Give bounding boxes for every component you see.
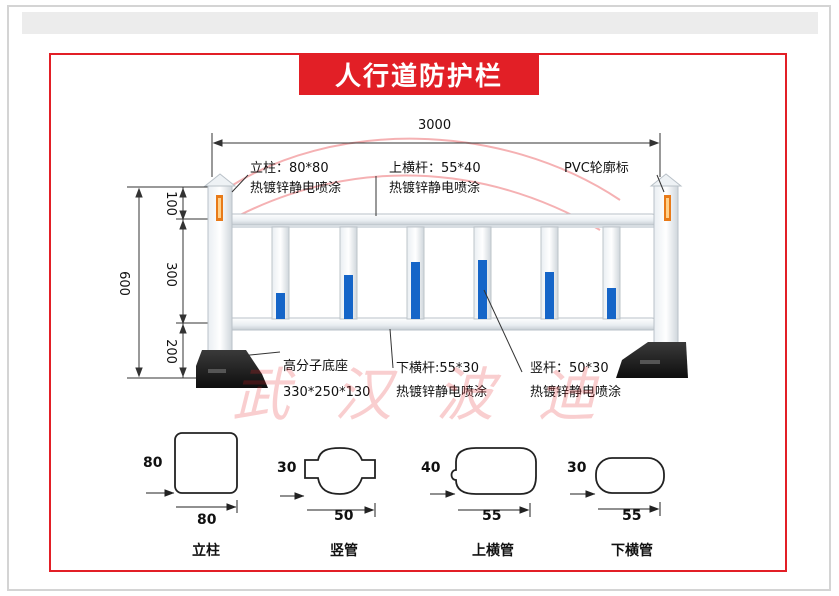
profile-vertical-pipe-width: 50 — [334, 508, 354, 524]
post-label: 立柱：80*80 — [250, 161, 329, 176]
baluster — [540, 226, 559, 320]
height-label: 600 — [115, 271, 131, 296]
profile-post-dims — [146, 489, 238, 513]
profile-top-rail-dims — [430, 490, 531, 517]
base-label: 高分子底座 — [283, 359, 349, 374]
top-rail-label: 上横杆：55*40 — [389, 161, 481, 176]
top-rail-finish-label: 热镀锌静电喷涂 — [389, 181, 481, 196]
profile-bottom-rail-dims — [570, 490, 661, 516]
dim-bottom-label: 200 — [162, 339, 178, 364]
profile-bottom-rail-height: 30 — [567, 460, 587, 476]
dim-middle-label: 300 — [162, 262, 178, 287]
baluster — [602, 226, 621, 320]
dim-top-label: 100 — [162, 191, 178, 216]
profile-bottom-rail-name: 下横管 — [611, 543, 653, 559]
width-label: 3000 — [418, 118, 452, 133]
baluster — [406, 226, 425, 320]
profile-vertical-pipe — [304, 447, 376, 495]
profile-top-rail-name: 上横管 — [472, 543, 514, 559]
left-base — [196, 350, 268, 388]
watermark: 武汉波迪 — [232, 361, 641, 429]
profile-bottom-rail-width: 55 — [622, 508, 642, 524]
profile-top-rail-width: 55 — [482, 508, 502, 524]
bottom-rail-label: 下横杆:55*30 — [396, 361, 479, 376]
right-base — [616, 342, 688, 378]
profile-post — [174, 432, 238, 494]
baluster-label: 竖杆：50*30 — [530, 361, 609, 376]
profile-post-width: 80 — [197, 512, 217, 528]
right-post — [649, 173, 683, 355]
post-finish-label: 热镀锌静电喷涂 — [250, 181, 342, 196]
page-title: 人行道防护栏 — [299, 53, 539, 95]
baluster — [271, 226, 290, 320]
profile-bottom-rail — [595, 457, 665, 494]
profile-post-height: 80 — [143, 455, 163, 471]
baluster-finish-label: 热镀锌静电喷涂 — [530, 385, 622, 400]
header-bar — [22, 12, 818, 34]
top-rail — [224, 213, 658, 226]
watermark-lines — [224, 137, 621, 231]
bottom-rail-finish-label: 热镀锌静电喷涂 — [396, 385, 488, 400]
profile-top-rail — [450, 447, 537, 495]
profile-top-rail-height: 40 — [421, 460, 441, 476]
baluster — [339, 226, 358, 320]
profile-vertical-pipe-height: 30 — [277, 460, 297, 476]
profile-vertical-pipe-dims — [280, 492, 376, 517]
base-size-label: 330*250*130 — [283, 385, 371, 400]
left-post — [203, 173, 237, 357]
bottom-rail — [224, 317, 658, 331]
width-dimension — [211, 133, 661, 177]
leader-lines — [231, 174, 665, 373]
pvc-label: PVC轮廓标 — [564, 161, 629, 176]
profile-vertical-pipe-name: 竖管 — [330, 543, 358, 559]
baluster — [473, 226, 492, 320]
profile-post-name: 立柱 — [192, 543, 220, 559]
